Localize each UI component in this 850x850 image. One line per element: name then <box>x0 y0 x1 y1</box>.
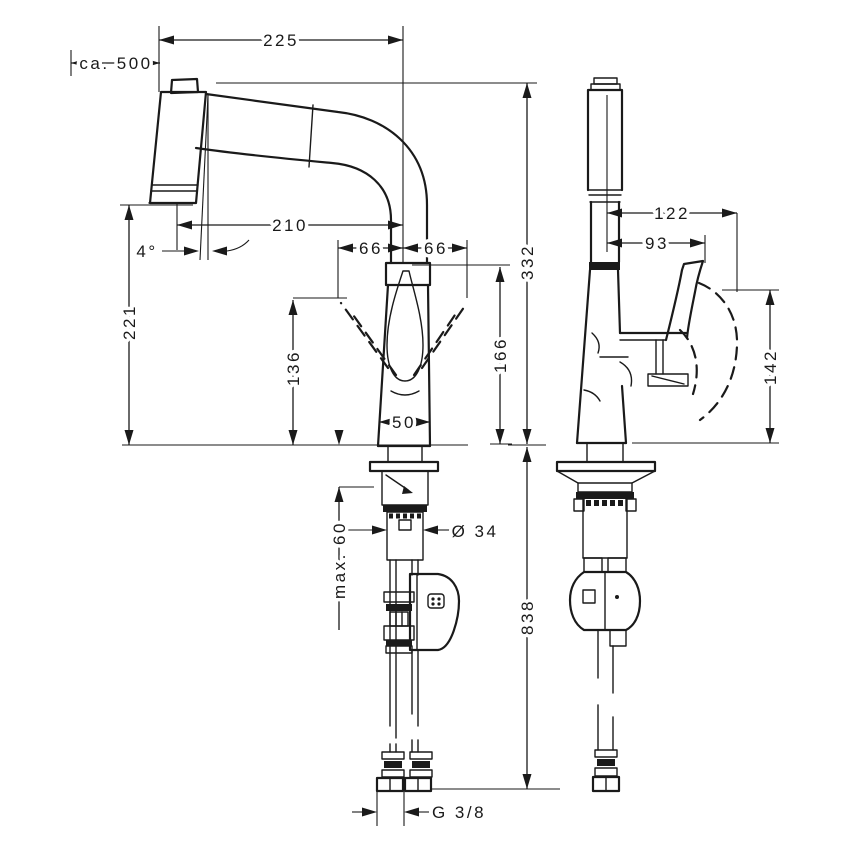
hose-side <box>591 629 621 793</box>
dimensions: ca. 500 225 210 4° 66 66 221 136 166 332… <box>70 26 784 826</box>
hose-connectors-front <box>375 751 433 793</box>
handle-side <box>664 259 705 342</box>
arrowhead-icon <box>334 487 344 502</box>
arrowhead-icon <box>722 208 737 218</box>
arrowhead-icon <box>338 243 353 253</box>
arrowhead-icon <box>495 267 505 282</box>
dim-label-122: 122 <box>654 204 690 223</box>
arrowhead-icon <box>607 238 622 248</box>
dimension-arrowheads <box>71 35 775 817</box>
dim-label-221: 221 <box>120 304 139 340</box>
arrowhead-icon <box>452 243 467 253</box>
arrowhead-icon <box>607 208 622 218</box>
spray-head-side <box>586 77 624 264</box>
arrowhead-icon <box>765 290 775 305</box>
arrowhead-icon <box>423 525 438 535</box>
arrowhead-icon <box>288 430 298 445</box>
spout-arm <box>194 92 429 265</box>
arrowhead-icon <box>495 429 505 444</box>
dim-label-332: 332 <box>518 244 537 280</box>
arrowhead-icon <box>404 807 419 817</box>
dim-label-66-left: 66 <box>359 239 383 258</box>
extension-lines <box>70 26 779 826</box>
spray-head <box>148 77 208 205</box>
arrowhead-icon <box>177 220 192 230</box>
dim-label-pullout-length: ca. 500 <box>79 54 152 73</box>
arrowhead-icon <box>690 238 705 248</box>
arrowhead-icon <box>388 243 403 253</box>
arrowhead-icon <box>372 525 387 535</box>
dim-label-225: 225 <box>263 31 299 50</box>
dim-label-142: 142 <box>761 349 780 385</box>
dim-label-66-right: 66 <box>424 239 448 258</box>
hose-weight-side <box>568 570 642 647</box>
arrowhead-icon <box>522 429 532 444</box>
dim-label-93: 93 <box>645 234 669 253</box>
dim-label-max-60: max. 60 <box>330 521 349 599</box>
arrowhead-icon <box>379 417 394 427</box>
dim-label-angle-4deg: 4° <box>136 242 157 261</box>
arrowhead-icon <box>159 35 174 45</box>
front-view <box>148 77 469 793</box>
hoses-front <box>389 559 419 753</box>
faucet-body-side <box>575 262 689 445</box>
handle-swing-dashed-front <box>339 301 469 377</box>
arrowhead-icon <box>71 58 86 68</box>
dimension-lines <box>71 39 771 789</box>
arrowhead-icon <box>334 430 344 445</box>
faucet-body-front <box>376 261 432 448</box>
arrowhead-icon <box>124 430 134 445</box>
mounting-front <box>368 445 440 561</box>
dim-label-50: 50 <box>392 413 416 432</box>
arrowhead-icon <box>212 246 227 256</box>
dim-label-210: 210 <box>272 216 308 235</box>
arrowhead-icon <box>415 417 430 427</box>
mounting-side <box>555 442 657 573</box>
arrowhead-icon <box>388 35 403 45</box>
arrowhead-icon <box>765 428 775 443</box>
dim-label-166: 166 <box>491 337 510 373</box>
arrowhead-icon <box>522 774 532 789</box>
arrowhead-icon <box>403 243 418 253</box>
arrowhead-icon <box>522 447 532 462</box>
arrowhead-icon <box>388 220 403 230</box>
arrowhead-icon <box>362 807 377 817</box>
handle-swing-dashed-side <box>678 281 739 422</box>
arrowhead-icon <box>288 300 298 315</box>
hose-weight-front <box>383 572 461 654</box>
side-view <box>555 77 739 793</box>
arrowhead-icon <box>145 58 160 68</box>
dimension-labels: ca. 500 225 210 4° 66 66 221 136 166 332… <box>76 28 784 826</box>
arrowhead-icon <box>184 246 199 256</box>
dim-label-838: 838 <box>518 599 537 635</box>
dim-label-dia-34: Ø 34 <box>452 522 499 541</box>
dim-label-g-three-eighths: G 3/8 <box>432 803 486 822</box>
arrowhead-icon <box>124 205 134 220</box>
arrowhead-icon <box>522 83 532 98</box>
dim-label-136: 136 <box>284 350 303 386</box>
